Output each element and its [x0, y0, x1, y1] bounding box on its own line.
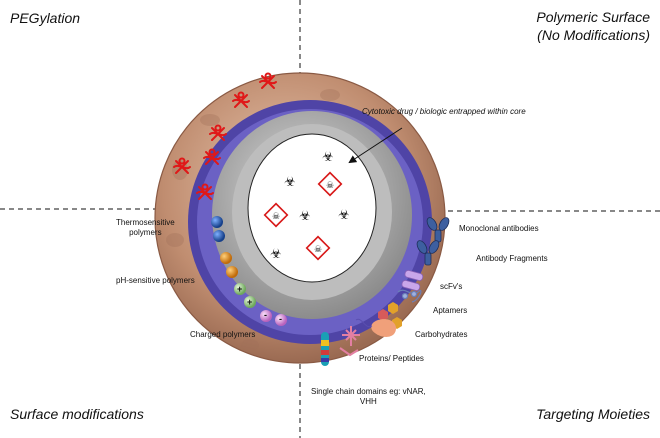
- quadrant-title-targeting-moieties: Targeting Moieties: [536, 406, 650, 422]
- label-charged-polymers: Charged polymers: [190, 330, 256, 339]
- drug-icons: ☣ ☣ ☣ ☣ ☣ ☠ ☠ ☠: [263, 150, 350, 262]
- core: [247, 133, 377, 283]
- toxic-diamond-icon: ☠: [305, 235, 331, 261]
- label-antibody-fragments: Antibody Fragments: [476, 254, 548, 263]
- peg-chain-icon: [173, 157, 191, 174]
- toxic-diamond-icon: ☠: [317, 171, 343, 197]
- plus-symbol: +: [247, 297, 253, 307]
- core-annotation: Cytotoxic drug / biologic entrapped with…: [362, 107, 526, 116]
- svg-text:☠: ☠: [272, 212, 280, 222]
- thermo-bead: [211, 216, 223, 228]
- label-scfv: scFv's: [440, 282, 463, 291]
- minus-symbol: -: [279, 314, 282, 324]
- peg-chain-icon: [259, 72, 277, 89]
- targeting-icons: [321, 217, 450, 366]
- quadrant-title-surface-modifications: Surface modifications: [10, 406, 144, 422]
- core-arrow: [348, 127, 403, 164]
- antibody-icon: [426, 217, 450, 243]
- minus-symbol: -: [264, 310, 267, 320]
- label-monoclonal-antibodies: Monoclonal antibodies: [459, 224, 539, 233]
- plus-symbol: +: [237, 284, 243, 294]
- aptamer-icon: [397, 289, 422, 303]
- peptide-icon: [339, 326, 360, 357]
- protein-blob-icon: [355, 318, 397, 337]
- label-carbohydrates: Carbohydrates: [415, 330, 468, 339]
- toxic-diamond-icon: ☠: [263, 202, 289, 228]
- svg-text:☠: ☠: [326, 181, 334, 191]
- quadrant-title-pegylation: PEGylation: [10, 10, 81, 26]
- peg-chain-icon: [203, 148, 221, 165]
- label-proteins-peptides: Proteins/ Peptides: [359, 354, 424, 363]
- quadrant-title-polymeric-surface: Polymeric Surface (No Modifications): [536, 8, 650, 44]
- label-line: Thermosensitive: [116, 218, 175, 227]
- biohazard-icon: ☣: [284, 175, 296, 190]
- label-single-chain-domains: Single chain domains eg: vNAR, VHH: [311, 387, 426, 407]
- label-ph-sensitive: pH-sensitive polymers: [116, 276, 195, 285]
- minus-bead: [275, 314, 287, 326]
- label-aptamers: Aptamers: [433, 306, 468, 315]
- label-line: Single chain domains eg: vNAR,: [311, 387, 426, 396]
- biohazard-icon: ☣: [338, 208, 350, 223]
- biohazard-icon: ☣: [322, 150, 334, 165]
- quadrant-title-line: Polymeric Surface: [536, 9, 650, 25]
- label-line: VHH: [359, 397, 377, 406]
- label-thermosensitive: Thermosensitive polymers: [116, 218, 175, 238]
- quadrant-title-line: (No Modifications): [537, 27, 650, 43]
- svg-text:☠: ☠: [314, 245, 322, 255]
- scfv-icon: [401, 270, 424, 291]
- surface-beads: [211, 216, 287, 326]
- thermo-bead: [213, 230, 225, 242]
- biohazard-icon: ☣: [299, 209, 311, 224]
- plus-bead: [234, 283, 246, 295]
- peg-chains: [173, 72, 277, 200]
- peg-chain-icon: [232, 91, 250, 108]
- single-domain-icon: [321, 332, 329, 366]
- plus-bead: [244, 296, 256, 308]
- peg-chain-icon: [196, 183, 214, 200]
- minus-bead: [260, 310, 272, 322]
- ph-bead: [226, 266, 238, 278]
- label-line: polymers: [129, 228, 162, 237]
- nanoparticle: [154, 72, 446, 364]
- antibody-icon: [416, 240, 440, 266]
- peg-chain-icon: [209, 124, 227, 141]
- biohazard-icon: ☣: [270, 247, 282, 262]
- ph-bead: [220, 252, 232, 264]
